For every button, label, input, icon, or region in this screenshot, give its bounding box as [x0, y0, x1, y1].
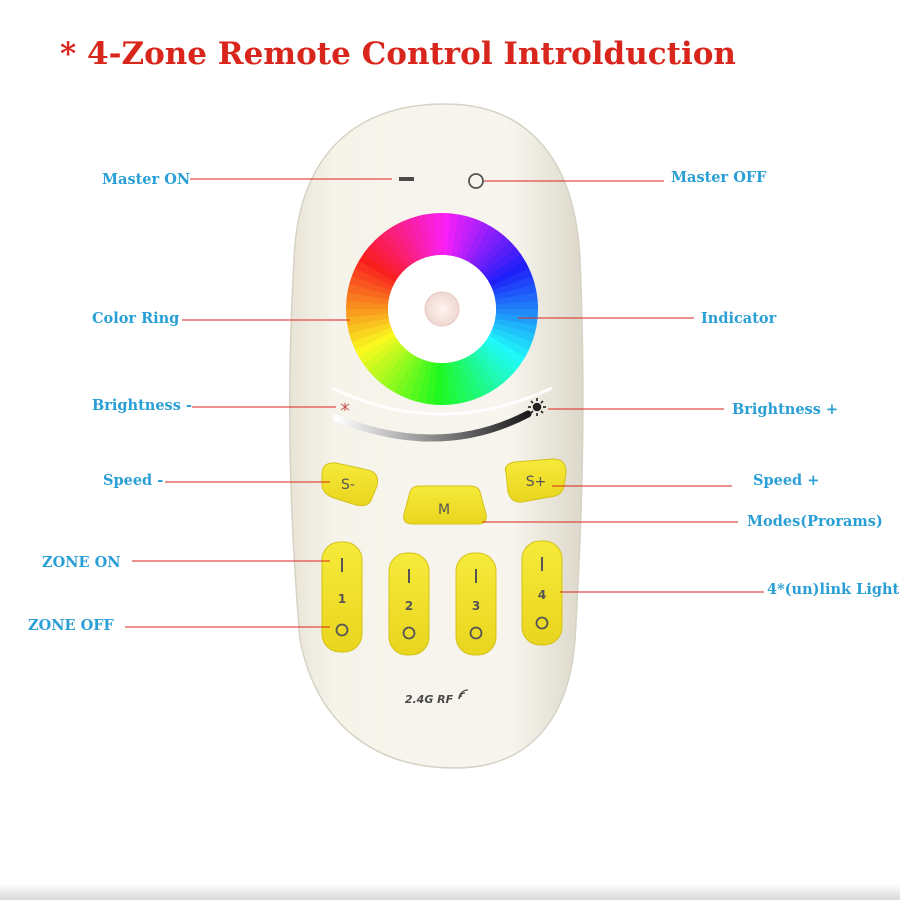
zone-1-button[interactable]	[321, 541, 363, 653]
zone-off-icon	[402, 626, 416, 640]
label-indicator: Indicator	[701, 310, 777, 327]
label-brightness-plus: Brightness +	[732, 401, 839, 418]
mode-label: M	[438, 502, 450, 518]
brand-logo: 2.4G RF	[405, 693, 454, 706]
label-speed-plus: Speed +	[753, 472, 820, 489]
label-zone-on: ZONE ON	[42, 554, 121, 571]
bottom-shadow	[0, 884, 900, 900]
wireless-icon	[458, 689, 469, 700]
master-on-button[interactable]	[399, 177, 414, 181]
indicator-light	[424, 291, 460, 327]
label-zone-off: ZONE OFF	[28, 617, 114, 634]
zone-4-button[interactable]	[521, 540, 563, 646]
brightness-slider[interactable]	[332, 410, 532, 442]
page-title: * 4-Zone Remote Control Introlduction	[60, 36, 736, 72]
brightness-plus-icon	[528, 398, 546, 416]
zone-number: 2	[405, 599, 413, 613]
zone-3-button[interactable]	[455, 552, 497, 656]
zone-number: 4	[538, 588, 546, 602]
label-speed-minus: Speed -	[103, 472, 164, 489]
brightness-minus-icon	[340, 403, 350, 411]
speed-plus-label: S+	[526, 474, 547, 490]
speed-minus-button[interactable]	[321, 462, 379, 507]
zone-2-button[interactable]	[388, 552, 430, 656]
zone-off-icon	[535, 616, 549, 630]
speed-minus-label: S-	[341, 477, 355, 493]
mode-button[interactable]	[403, 485, 487, 525]
label-brightness-minus: Brightness -	[92, 397, 192, 414]
label-master-on: Master ON	[102, 171, 191, 188]
zone-off-icon	[335, 623, 349, 637]
color-ring[interactable]	[346, 213, 538, 405]
leader-lines	[125, 178, 764, 628]
brightness-arc-highlight	[331, 386, 553, 416]
zone-number: 1	[338, 592, 346, 606]
zone-off-icon	[469, 626, 483, 640]
label-master-off: Master OFF	[671, 169, 767, 186]
label-link-light: 4*(un)link Light	[767, 581, 900, 598]
zone-number: 3	[472, 599, 480, 613]
label-modes: Modes(Prorams)	[747, 513, 883, 530]
label-color-ring: Color Ring	[92, 310, 180, 327]
master-off-button[interactable]	[468, 173, 484, 189]
